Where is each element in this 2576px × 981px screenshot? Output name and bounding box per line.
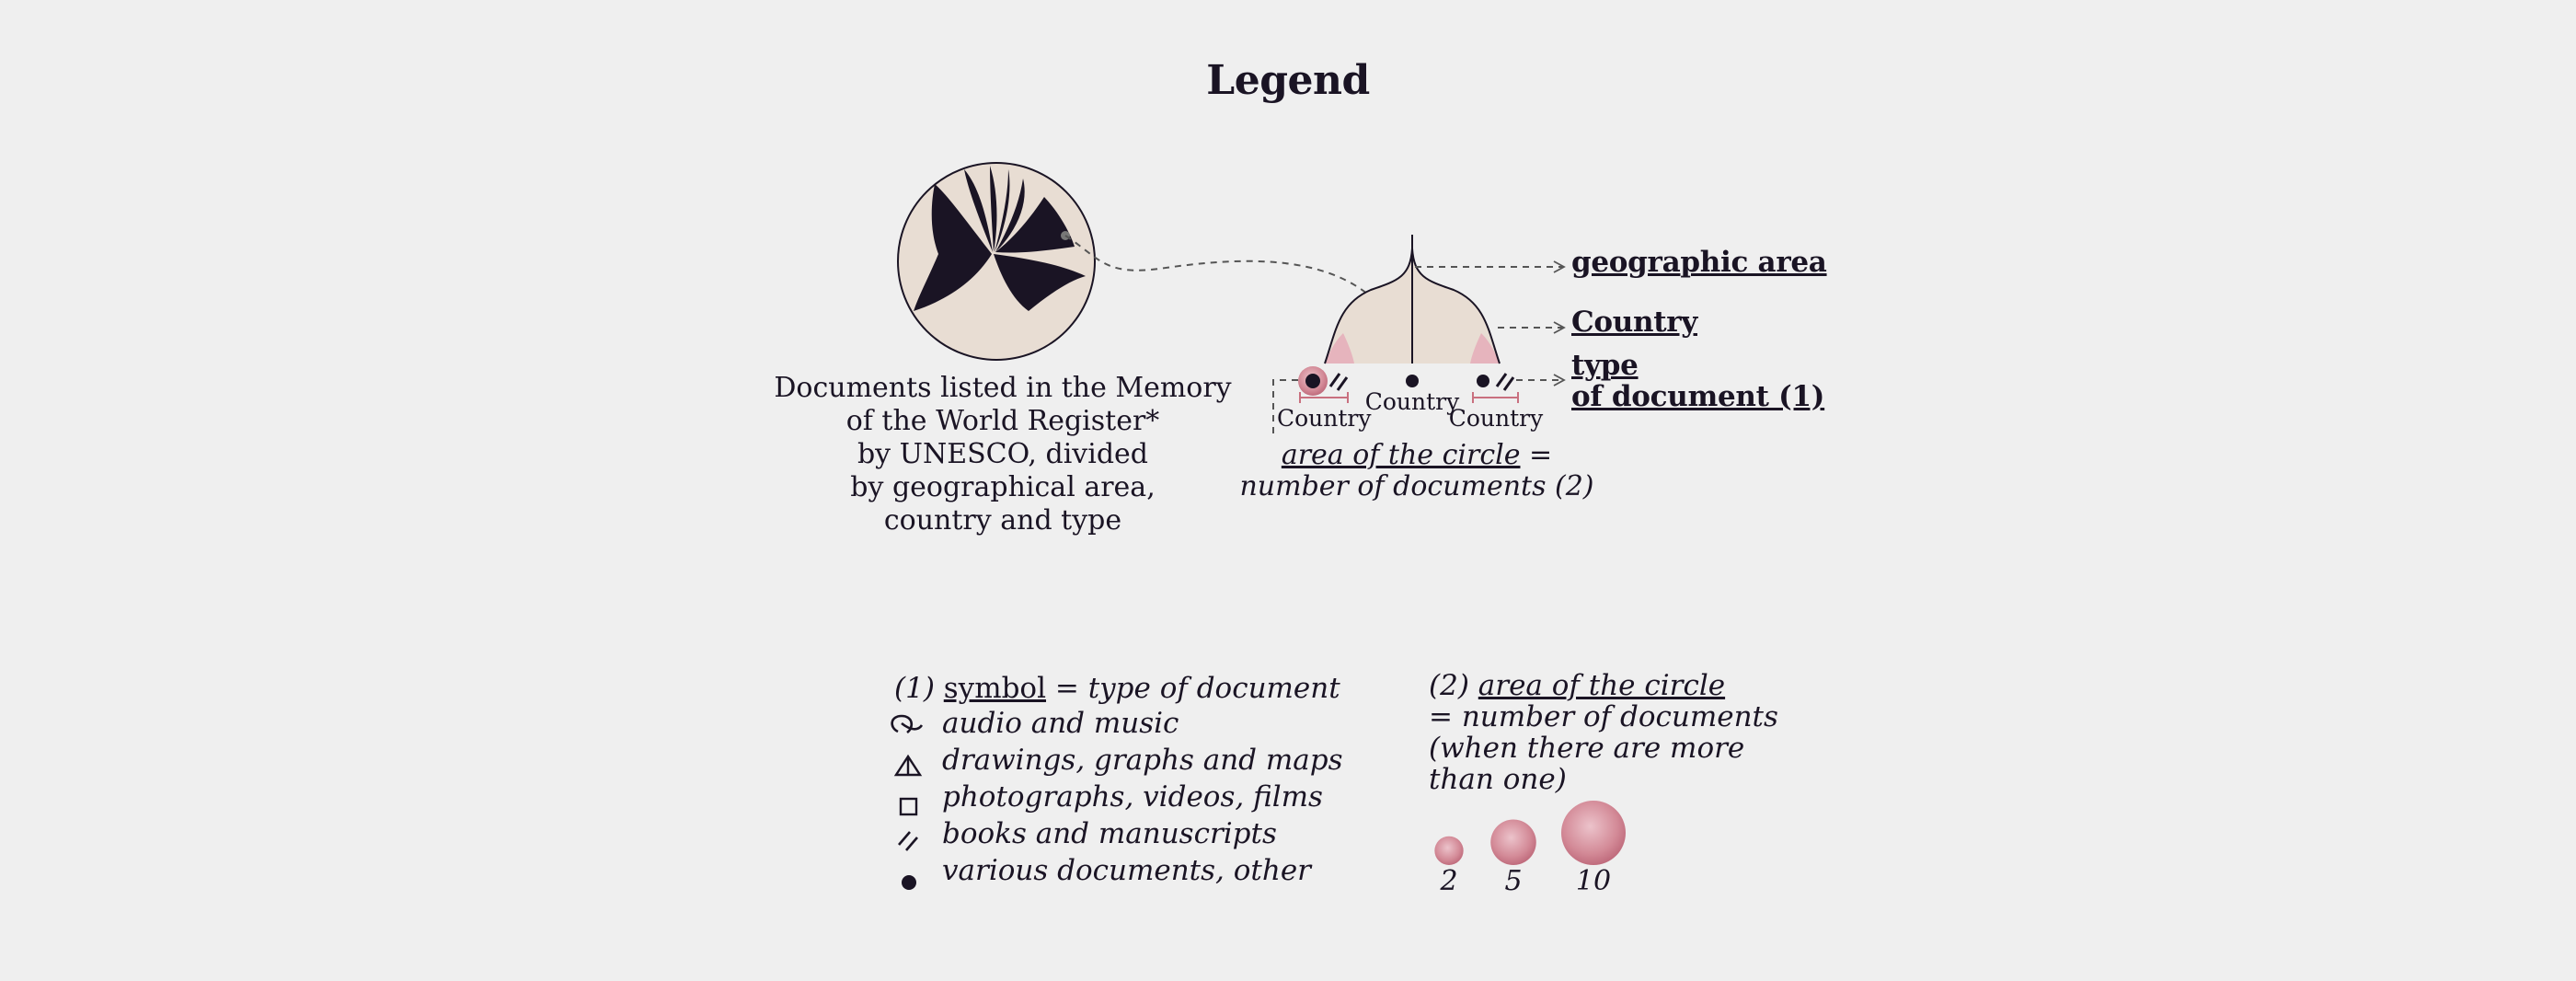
area-note-eq: = xyxy=(1520,439,1553,471)
size-circle-10 xyxy=(1561,801,1626,865)
photographs-square-icon xyxy=(899,797,918,816)
symbol-label-books: books and manuscripts xyxy=(942,817,1277,850)
size-line: = number of documents xyxy=(1429,700,1778,733)
symbol-heading-rest: = type of document xyxy=(1046,672,1340,705)
symbol-label-various: various documents, other xyxy=(942,854,1311,887)
symbol-item: drawings, graphs and maps xyxy=(894,742,1343,779)
symbol-icons xyxy=(891,714,924,890)
type-label-line1: type xyxy=(1571,349,1639,382)
books-slashes-icon xyxy=(898,831,918,851)
country-tag-center: Country xyxy=(1364,388,1460,415)
symbol-item: various documents, other xyxy=(894,852,1311,889)
size-legend-heading: (2) area of the circle xyxy=(1429,670,1778,701)
symbol-item: photographs, videos, films xyxy=(894,779,1323,815)
symbol-heading-underlined: symbol xyxy=(943,672,1047,705)
schematic-flower xyxy=(1324,235,1501,364)
country-label: Country xyxy=(1571,306,1697,339)
size-heading-underlined: area of the circle xyxy=(1478,669,1726,702)
size-value-label: 2 xyxy=(1440,865,1458,897)
size-value-label: 10 xyxy=(1575,865,1612,897)
size-circle-5 xyxy=(1490,819,1536,866)
symbol-item: audio and music xyxy=(894,705,1179,742)
intro-line: of the World Register* xyxy=(845,405,1160,437)
area-note: area of the circle = number of documents… xyxy=(1233,440,1601,502)
intro-line: Documents listed in the Memory xyxy=(774,372,1232,404)
size-legend: (2) area of the circle = number of docum… xyxy=(1429,670,1778,795)
flower-connector xyxy=(1064,235,1380,306)
various-dot-icon xyxy=(902,875,916,890)
drawings-maps-icon xyxy=(893,754,923,777)
intro-text: Documents listed in the Memory of the Wo… xyxy=(754,372,1251,537)
size-line: (when there are more xyxy=(1429,732,1745,765)
size-value-label: 5 xyxy=(1504,865,1523,897)
area-note-underlined: area of the circle xyxy=(1281,439,1521,471)
size-circles xyxy=(1434,801,1626,866)
symbol-label-photographs: photographs, videos, films xyxy=(942,780,1323,814)
size-prefix: (2) xyxy=(1429,669,1478,702)
symbol-label-audio: audio and music xyxy=(942,707,1179,740)
symbol-prefix: (1) xyxy=(894,672,944,705)
intro-line: country and type xyxy=(883,504,1122,537)
symbol-legend-heading: (1) symbol = type of document xyxy=(894,670,1340,707)
size-line: than one) xyxy=(1429,763,1567,796)
audio-music-icon xyxy=(891,714,924,734)
geographic-area-label: geographic area xyxy=(1571,246,1827,279)
size-circle-2 xyxy=(1434,836,1464,865)
legend-title: Legend xyxy=(1206,57,1370,104)
intro-line: by UNESCO, divided xyxy=(857,438,1149,470)
area-note-line2: number of documents (2) xyxy=(1239,470,1594,502)
intro-line: by geographical area, xyxy=(850,471,1156,503)
country-tag-right: Country xyxy=(1448,405,1544,432)
dashed-bracket xyxy=(1272,379,1310,434)
type-label-line2: of document (1) xyxy=(1571,380,1825,413)
symbol-item: books and manuscripts xyxy=(894,815,1277,852)
country-tag-left: Country xyxy=(1277,405,1372,432)
symbol-label-drawings: drawings, graphs and maps xyxy=(942,744,1343,777)
schematic-symbols xyxy=(1298,366,1519,403)
flower-sample-icon xyxy=(897,162,1096,361)
symbol-legend: (1) symbol = type of document audio and … xyxy=(894,670,1409,909)
